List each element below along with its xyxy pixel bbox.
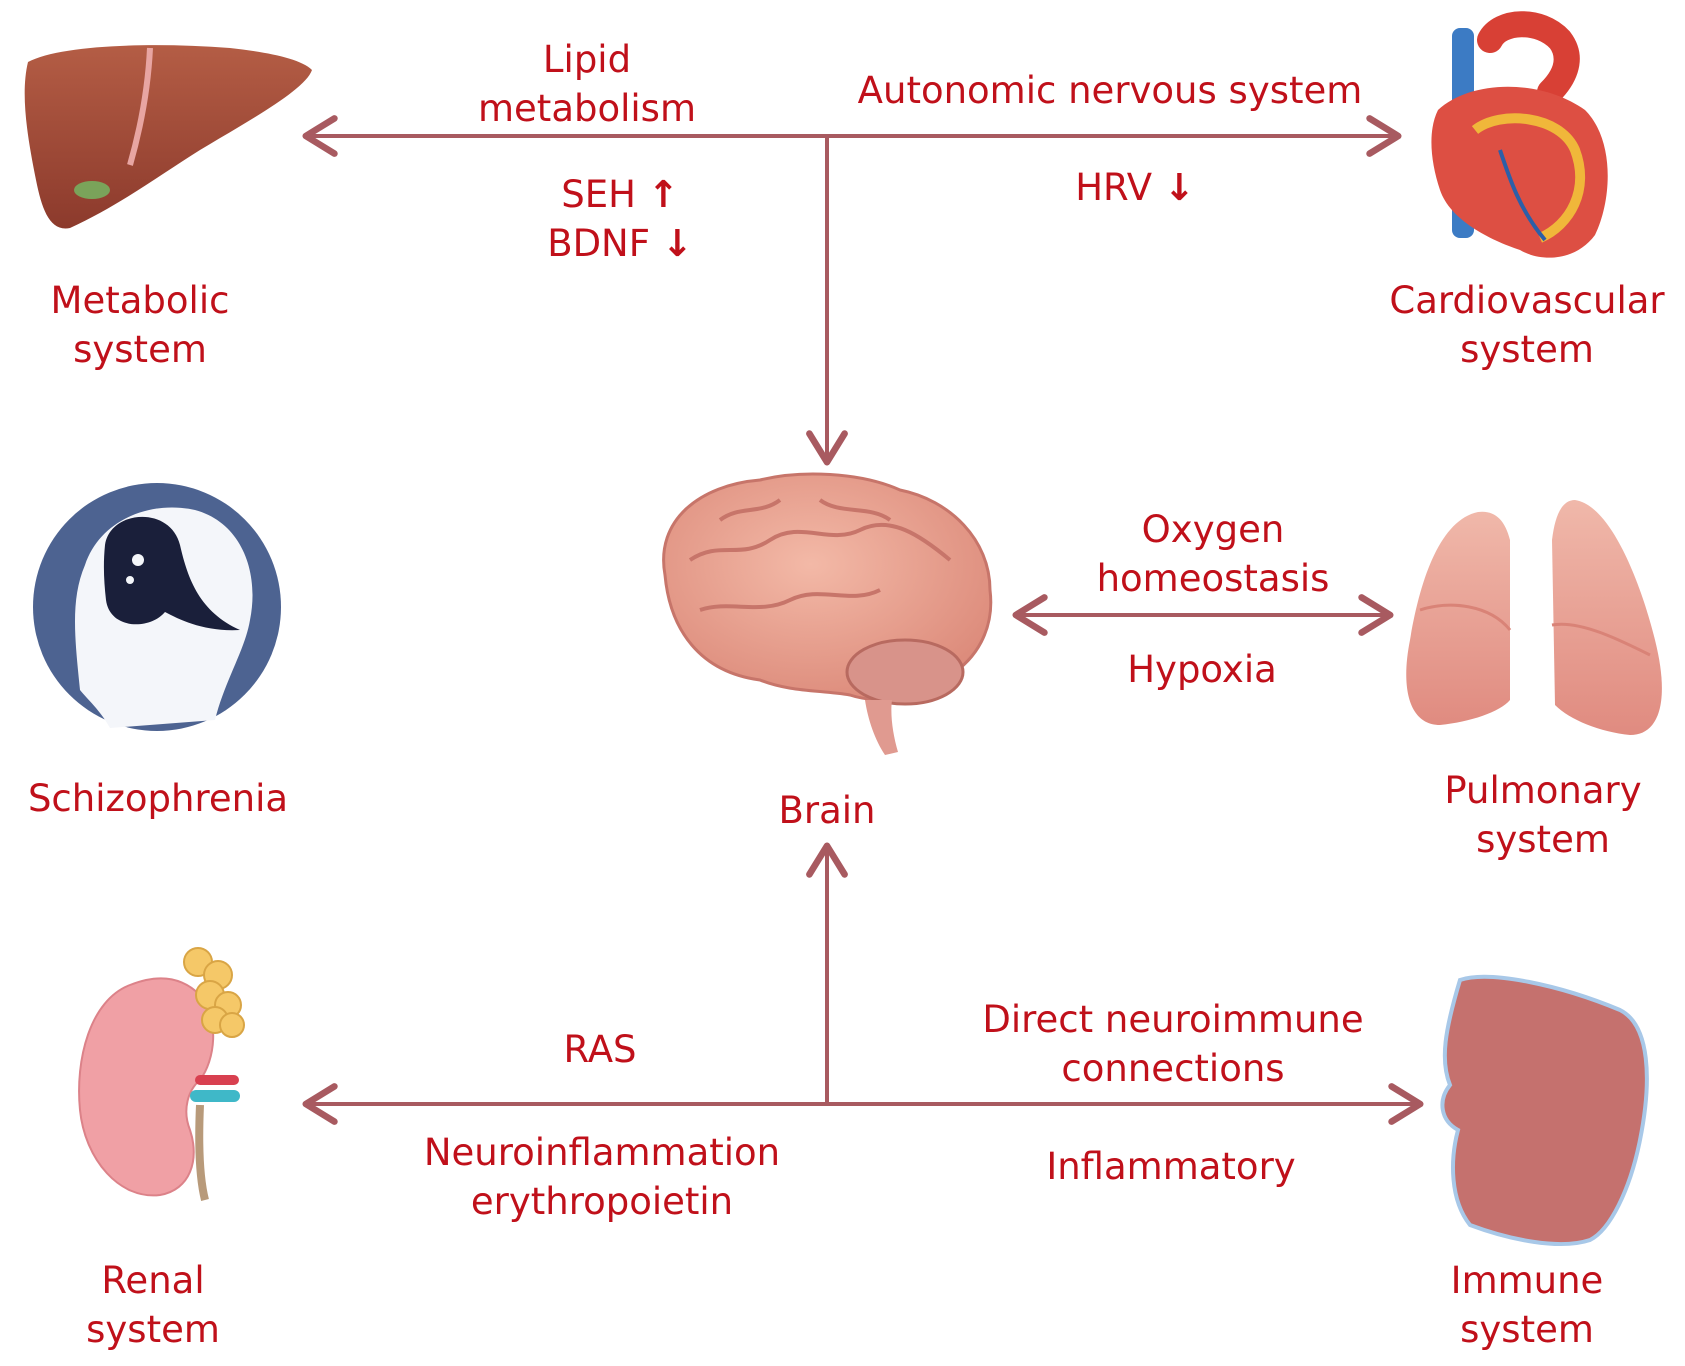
neuro-line-2: erythropoietin [470,1180,734,1223]
direct-line-2: connections [1061,1047,1285,1090]
metabolic-line-2: system [73,328,207,371]
lungs-icon [1406,500,1662,735]
hypoxia-label: Hypoxia [1127,648,1277,691]
up-arrow-icon: ↑ [647,173,679,216]
spleen-icon [1440,974,1649,1246]
pulmonary-system-label: Pulmonary system [1444,766,1641,864]
oxygen-line-1: Oxygen [1141,508,1285,551]
oxygen-line-2: homeostasis [1096,557,1330,600]
pulmonary-line-2: system [1476,818,1610,861]
renal-system-label: Renal system [86,1256,220,1354]
down-arrow-icon: ↓ [661,222,693,265]
brain-icon [662,472,993,755]
cardiovascular-system-label: Cardiovascular system [1389,276,1664,374]
bdnf-label: BDNF ↓ [547,219,693,268]
heart-icon [1431,11,1608,258]
metabolic-line-1: Metabolic [50,279,230,322]
autonomic-label: Autonomic nervous system [857,69,1363,112]
oxygen-homeostasis-label: Oxygen homeostasis [1097,505,1330,603]
connectors [302,115,1424,1125]
direct-neuroimmune-label: Direct neuroimmune connections [982,995,1363,1093]
pulmonary-line-1: Pulmonary [1444,769,1642,812]
liver-icon [24,45,313,229]
direct-line-1: Direct neuroimmune [982,998,1364,1041]
lipid-line-2: metabolism [478,87,696,130]
neuroinflammation-label: Neuroinflammation erythropoietin [424,1128,780,1226]
immune-system-label: Immune system [1451,1256,1604,1354]
neuro-line-1: Neuroinflammation [423,1131,781,1174]
metabolic-system-label: Metabolic system [51,276,230,374]
inflammatory-label: Inflammatory [1046,1145,1296,1188]
cardio-line-1: Cardiovascular [1389,279,1665,322]
cardio-line-2: system [1460,328,1594,371]
kidney-icon [78,947,245,1201]
renal-line-2: system [86,1308,220,1351]
seh-label: SEH ↑ [561,170,678,219]
brain-label: Brain [778,789,876,832]
schizophrenia-head-icon [33,483,281,731]
down-arrow-icon: ↓ [1163,166,1195,209]
lipid-metabolism-label: Lipid metabolism [478,35,696,133]
schizophrenia-label: Schizophrenia [27,777,289,820]
hrv-text: HRV [1075,166,1153,209]
immune-line-2: system [1460,1308,1594,1351]
lipid-line-1: Lipid [542,38,632,81]
immune-line-1: Immune [1450,1259,1604,1302]
seh-text: SEH [561,173,636,216]
ras-label: RAS [563,1028,637,1071]
renal-line-1: Renal [101,1259,205,1302]
hrv-label: HRV ↓ [1075,163,1195,212]
bdnf-text: BDNF [547,222,651,265]
